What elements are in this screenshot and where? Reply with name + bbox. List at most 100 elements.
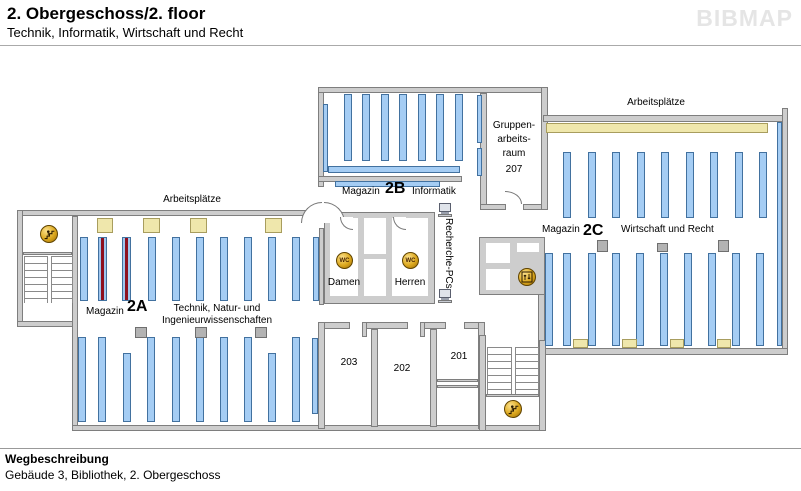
wall xyxy=(362,322,408,329)
subject-label-2b: Informatik xyxy=(412,186,456,197)
header-divider xyxy=(0,45,801,46)
bookshelf xyxy=(292,337,300,422)
room-floor xyxy=(486,269,510,290)
bibmap-logo: BIBMAP xyxy=(696,5,793,31)
wall xyxy=(17,210,320,216)
wall xyxy=(371,329,378,427)
pillar xyxy=(718,240,729,252)
bookshelf xyxy=(545,253,553,346)
wall xyxy=(543,115,788,122)
pillar xyxy=(135,327,147,338)
subject-2a-line2: Ingenieurwissenschaften xyxy=(161,315,273,326)
stairs-glyph xyxy=(508,404,518,414)
room-203-label: 203 xyxy=(340,357,358,368)
bookshelf xyxy=(735,152,743,218)
bookshelf xyxy=(362,94,370,161)
wall xyxy=(541,87,548,210)
bookshelf xyxy=(80,237,88,301)
bookshelf xyxy=(172,337,180,422)
pillar xyxy=(657,243,668,252)
wall xyxy=(420,322,425,337)
room-202-label: 202 xyxy=(393,363,411,374)
group-room-number: 207 xyxy=(505,164,523,175)
staircase-steps xyxy=(51,256,73,303)
wall xyxy=(437,385,478,388)
bookshelf xyxy=(588,152,596,218)
pillar xyxy=(195,327,207,338)
wall xyxy=(319,228,324,305)
bookshelf xyxy=(78,337,86,422)
wall xyxy=(17,321,77,327)
bookshelf xyxy=(312,338,318,414)
room-floor xyxy=(364,259,386,296)
bookshelf xyxy=(220,237,228,301)
bookshelf xyxy=(636,253,644,346)
wall xyxy=(486,394,539,397)
bookshelf xyxy=(123,353,131,422)
pillar xyxy=(597,240,608,252)
bookshelf xyxy=(196,237,204,301)
wc-icon-label: WC xyxy=(339,257,350,264)
bookshelf xyxy=(563,253,571,346)
bookshelf xyxy=(660,253,668,346)
wc-icon-label: WC xyxy=(405,257,416,264)
wall xyxy=(362,322,367,337)
room-201-label: 201 xyxy=(450,351,468,362)
section-label-2a: 2A xyxy=(127,298,148,315)
computer-screen xyxy=(439,289,451,298)
computer-screen xyxy=(439,203,451,212)
subject-2a-line1: Technik, Natur- und xyxy=(173,303,261,314)
wall xyxy=(72,425,546,431)
stairs-icon xyxy=(504,400,522,418)
bookshelf xyxy=(777,122,782,346)
bookshelf xyxy=(612,253,620,346)
elevator-icon xyxy=(518,268,536,286)
bookshelf xyxy=(313,237,319,301)
bookshelf xyxy=(292,237,300,301)
subject-label-2a: Technik, Natur- und Ingenieurwissenschaf… xyxy=(145,303,289,327)
bookshelf xyxy=(684,253,692,346)
bookshelf xyxy=(661,152,669,218)
computer-stand xyxy=(441,298,449,300)
workspaces-label-right: Arbeitsplätze xyxy=(627,97,685,108)
bookshelf xyxy=(436,94,444,161)
reading-desk xyxy=(717,339,731,348)
room-floor xyxy=(364,218,386,254)
floor-plan: WC WC Arbeitsplätze Arbeitsplätze Magazi… xyxy=(17,87,788,431)
magazin-label-2c: Magazin xyxy=(542,224,580,235)
wall xyxy=(318,322,325,429)
bookshelf xyxy=(148,237,156,301)
wall xyxy=(479,335,486,431)
computer-stand xyxy=(441,212,449,214)
wall xyxy=(535,348,788,355)
subject-label-2c: Wirtschaft und Recht xyxy=(621,224,714,235)
bookshelf xyxy=(172,237,180,301)
computer-keyboard xyxy=(438,214,452,217)
stairs-icon xyxy=(40,225,58,243)
wall xyxy=(480,204,506,210)
bookshelf xyxy=(268,237,276,301)
page-subtitle: Technik, Informatik, Wirtschaft und Rech… xyxy=(7,25,244,40)
computer-keyboard xyxy=(438,300,452,303)
bookshelf xyxy=(612,152,620,218)
wall xyxy=(437,379,478,382)
bookshelf xyxy=(637,152,645,218)
wc-damen-label: Damen xyxy=(327,277,361,288)
stairs-glyph xyxy=(44,229,54,239)
bookshelf-highlighted xyxy=(98,237,107,301)
section-label-2b: 2B xyxy=(385,180,406,197)
bookshelf xyxy=(477,148,482,176)
bookshelf xyxy=(756,253,764,346)
wc-herren-label: Herren xyxy=(394,277,426,288)
bookshelf xyxy=(477,95,482,143)
staircase-steps xyxy=(24,256,48,303)
bookshelf xyxy=(268,353,276,422)
magazin-label-2a: Magazin xyxy=(86,306,124,317)
bookshelf xyxy=(381,94,389,161)
footer-divider xyxy=(0,448,801,449)
reading-desk xyxy=(97,218,113,233)
reading-desk xyxy=(546,123,768,133)
bookshelf xyxy=(147,337,155,422)
reading-desk xyxy=(573,339,588,348)
bookshelf xyxy=(220,337,228,422)
